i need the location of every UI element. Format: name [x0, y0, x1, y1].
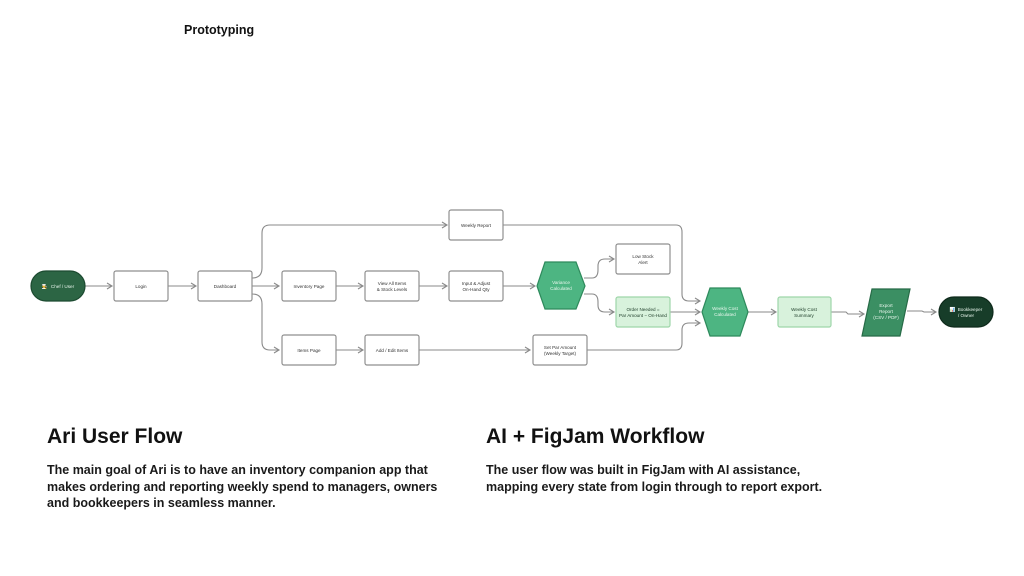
- node-weekly-report[interactable]: Weekly Report: [448, 209, 504, 241]
- node-label: Chef / User: [51, 284, 75, 289]
- edge-dashboard-weekly-report: [251, 221, 449, 279]
- node-label-line2: & Stock Levels: [377, 287, 408, 292]
- node-label-line2: Par Amount − On-Hand: [619, 313, 667, 318]
- edges: [85, 221, 938, 354]
- node-label-line2: Report: [879, 309, 894, 314]
- node-label-line1: Export: [879, 303, 893, 308]
- node-label-line1: View All Items: [378, 281, 407, 286]
- edge-dashboard-items: [251, 293, 281, 354]
- chart-icon: 📊: [950, 306, 956, 313]
- edge-variance-lowstock: [584, 255, 616, 279]
- svg-text:🧑‍🍳 Chef / User: 🧑‍🍳 Chef / User: [42, 283, 75, 290]
- node-add-edit-items[interactable]: Add / Edit Items: [364, 334, 420, 366]
- node-login[interactable]: Login: [113, 270, 169, 302]
- edge-variance-order: [584, 293, 616, 316]
- node-label-line2: On-Hand Qty: [462, 287, 490, 292]
- node-label-line2: Alert: [638, 260, 648, 265]
- node-label: Items Page: [297, 348, 321, 353]
- node-label-line1: Low Stock: [632, 254, 654, 259]
- left-column-body: The main goal of Ari is to have an inven…: [47, 463, 438, 510]
- node-items-page[interactable]: Items Page: [281, 334, 337, 366]
- node-order-needed[interactable]: Order Needed = Par Amount − On-Hand: [615, 296, 671, 328]
- node-dashboard[interactable]: Dashboard: [197, 270, 253, 302]
- node-label-line2: Summary: [794, 313, 814, 318]
- node-label-line1: Weekly Cost: [712, 306, 738, 311]
- node-export-report[interactable]: Export Report (CSV / PDF): [861, 288, 911, 337]
- node-label: Weekly Report: [461, 223, 492, 228]
- node-label-line1: Input & Adjust: [462, 281, 491, 286]
- right-column-title: AI + FigJam Workflow: [486, 425, 705, 448]
- node-label: Inventory Page: [294, 284, 325, 289]
- right-column-body: The user flow was built in FigJam with A…: [486, 463, 823, 494]
- node-input-adjust[interactable]: Input & Adjust On-Hand Qty: [448, 270, 504, 302]
- edge-weeklyreport-weeklycost: [503, 224, 702, 305]
- node-label-line2: Calculated: [714, 312, 736, 317]
- node-chef-user[interactable]: 🧑‍🍳 Chef / User: [30, 270, 86, 302]
- person-icon: 🧑‍🍳: [42, 283, 48, 290]
- node-label-line3: (CSV / PDF): [873, 315, 899, 320]
- node-label-line1: Variance: [552, 280, 570, 285]
- svg-text:📊 Bookkeeper: 📊 Bookkeeper: [950, 306, 983, 313]
- edge-setpar-weeklycost: [587, 319, 702, 351]
- node-label-line2: / Owner: [958, 313, 975, 318]
- left-column-title: Ari User Flow: [47, 425, 183, 448]
- node-label-line2: (Weekly Target): [544, 351, 576, 356]
- node-label: Add / Edit Items: [376, 348, 409, 353]
- node-label: Login: [135, 284, 147, 289]
- node-label-line2: Calculated: [550, 286, 572, 291]
- node-label-line1: Bookkeeper: [958, 307, 983, 312]
- node-view-all-items[interactable]: View All Items & Stock Levels: [364, 270, 420, 302]
- edge-export-bookkeeper: [907, 308, 938, 316]
- node-inventory-page[interactable]: Inventory Page: [281, 270, 337, 302]
- edge-summary-export: [831, 310, 866, 318]
- node-variance-calculated[interactable]: Variance Calculated: [536, 261, 586, 310]
- node-label-line1: Set Par Amount: [544, 345, 577, 350]
- node-low-stock-alert[interactable]: Low Stock Alert: [615, 243, 671, 275]
- node-label-line1: Weekly Cost: [791, 307, 817, 312]
- node-set-par-amount[interactable]: Set Par Amount (Weekly Target): [532, 334, 588, 366]
- node-weekly-cost-calculated[interactable]: Weekly Cost Calculated: [701, 287, 749, 337]
- node-weekly-cost-summary[interactable]: Weekly Cost Summary: [777, 296, 832, 328]
- node-label-line1: Order Needed =: [626, 307, 659, 312]
- node-label: Dashboard: [214, 284, 237, 289]
- section-label: Prototyping: [184, 23, 255, 37]
- node-bookkeeper-owner[interactable]: 📊 Bookkeeper / Owner: [938, 296, 994, 328]
